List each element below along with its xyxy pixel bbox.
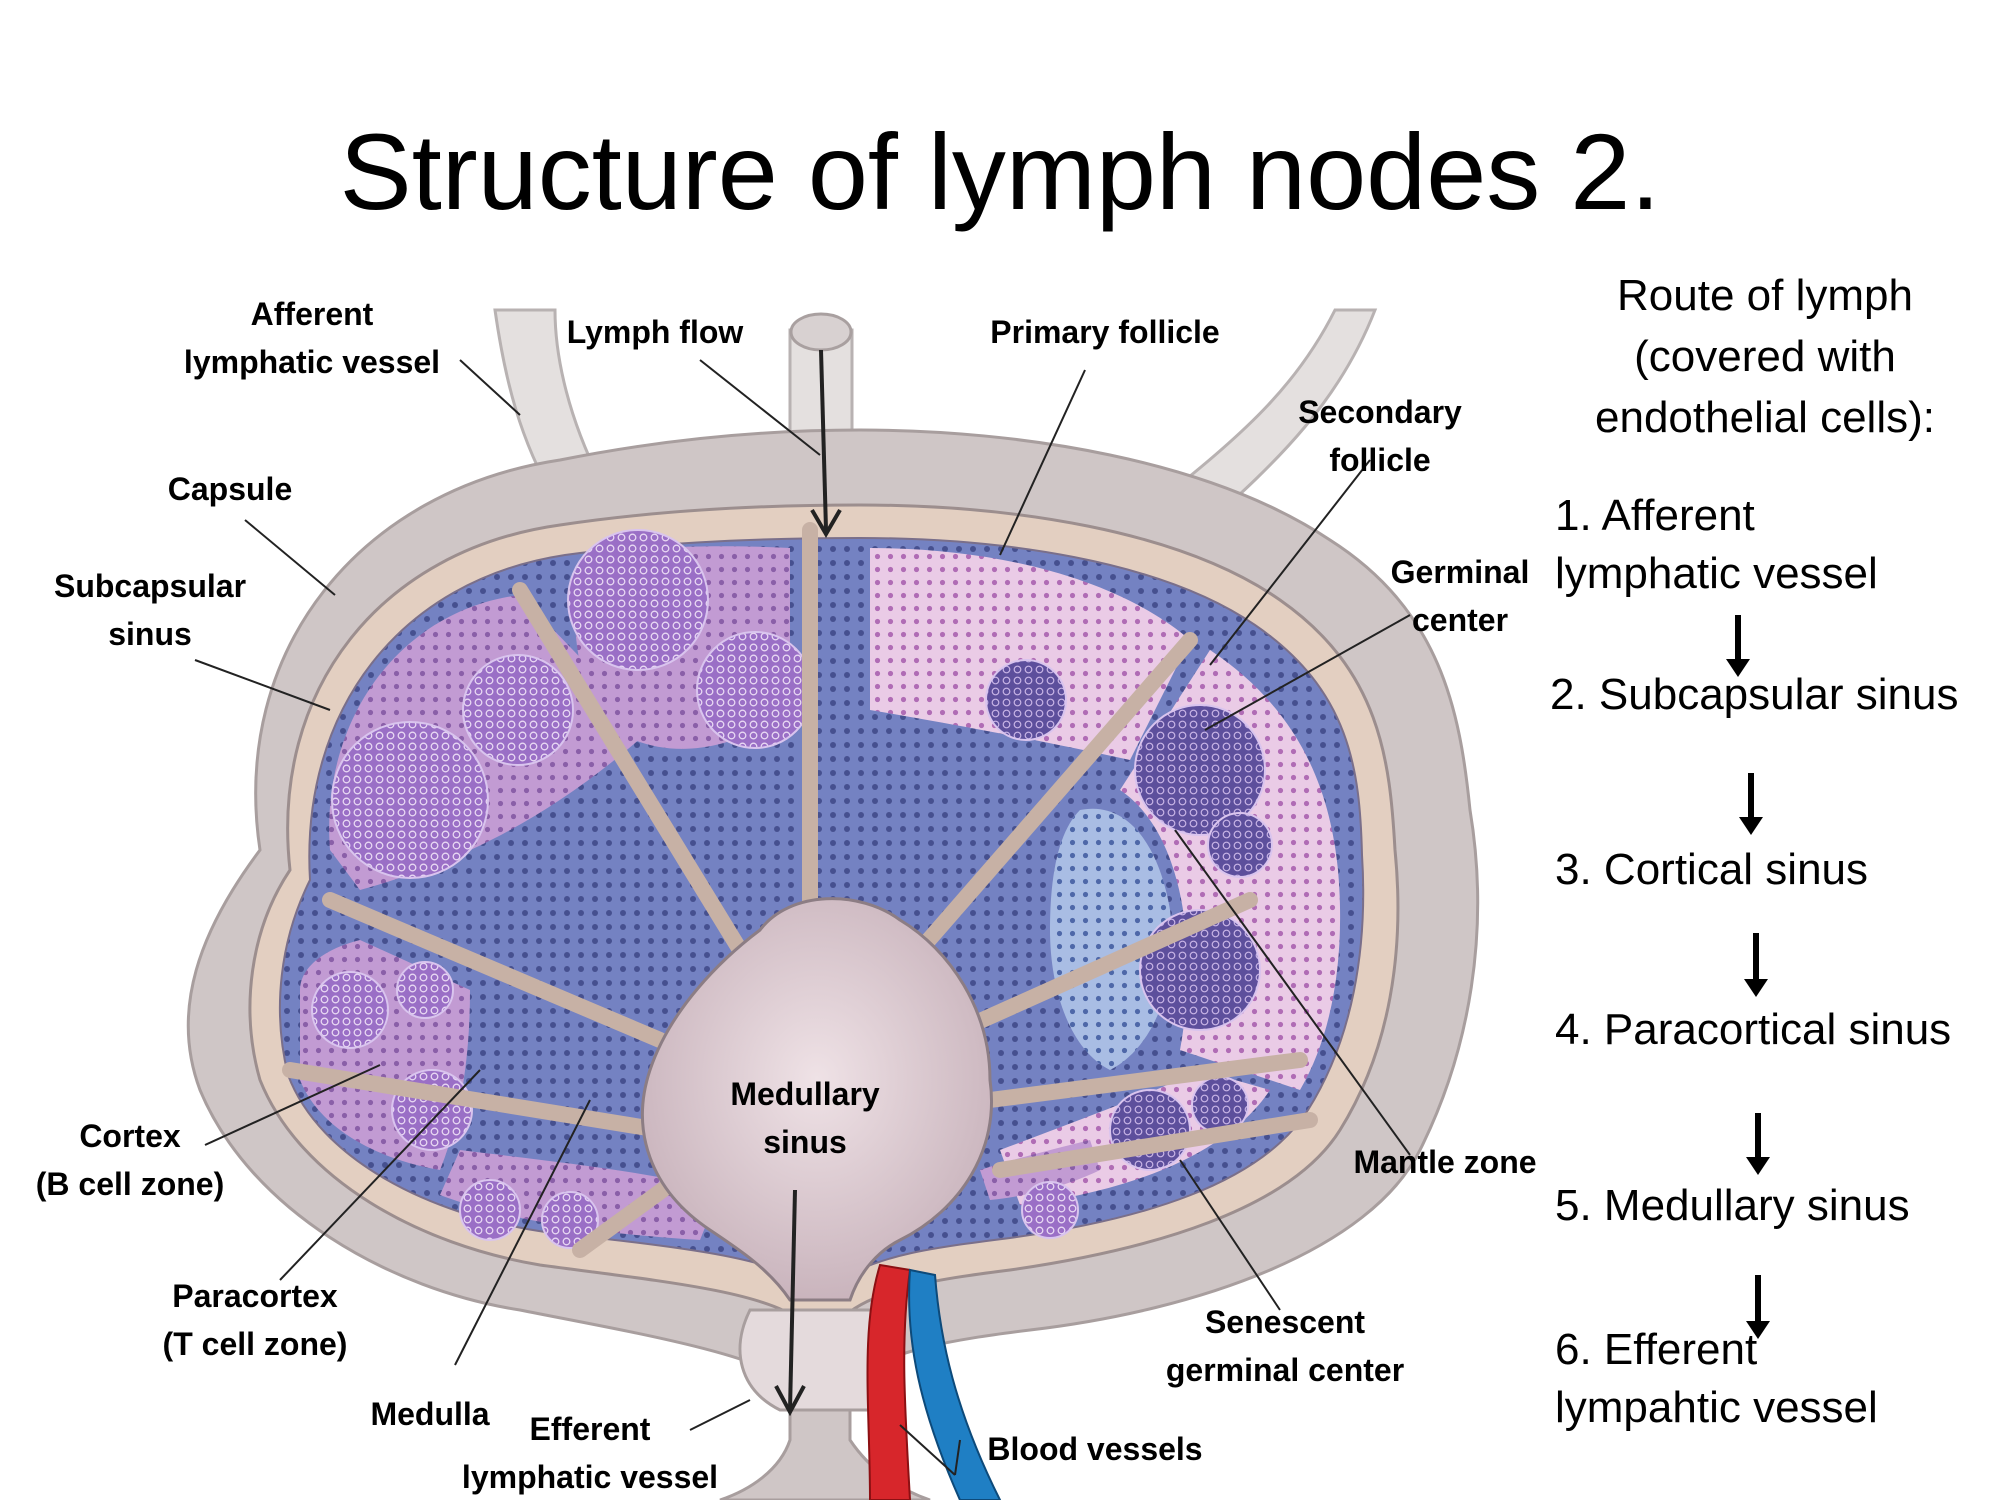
paracortex-pale-area	[1050, 808, 1172, 1070]
blood-vessels-shape	[866, 1263, 1002, 1500]
label-medullary-sinus: Medullary sinus	[730, 1076, 880, 1160]
label-subcapsular-sinus: Subcapsular sinus	[53, 568, 247, 652]
route-arrow-5	[1746, 1275, 1770, 1339]
medullary-sinus-shape	[641, 897, 993, 1302]
route-arrow-2	[1739, 773, 1763, 835]
route-step-1: 1. Afferent lymphatic vessel	[1555, 491, 1878, 598]
route-step-6: 6. Efferent lympahtic vessel	[1555, 1325, 1878, 1432]
label-efferent-lymphatic-vessel: Efferent lymphatic vessel	[461, 1411, 719, 1495]
label-medulla: Medulla	[370, 1396, 490, 1432]
trabeculae	[282, 522, 1318, 1258]
route-arrow-1	[1726, 615, 1750, 677]
route-step-4: 4. Paracortical sinus	[1555, 1005, 1952, 1054]
route-arrow-3	[1744, 933, 1768, 997]
label-capsule: Capsule	[167, 471, 293, 507]
label-afferent-lymphatic-vessel: Afferent lymphatic vessel	[183, 296, 441, 380]
route-step-2: 2. Subcapsular sinus	[1550, 670, 1959, 719]
leader-lines	[194, 359, 1411, 1476]
label-secondary-follicle: Secondary follicle	[1298, 394, 1462, 478]
lymph-node-diagram: Afferent lymphatic vessel Lymph flow Pri…	[0, 290, 1580, 1500]
follicles	[311, 529, 1273, 1249]
label-lymph-flow: Lymph flow	[566, 314, 744, 350]
route-title: Route of lymph (covered with endothelial…	[1595, 271, 1935, 442]
label-senescent-germinal-center: Senescent germinal center	[1165, 1304, 1405, 1388]
label-germinal-center: Germinal center	[1390, 554, 1530, 638]
label-paracortex: Paracortex (T cell zone)	[162, 1278, 348, 1362]
label-primary-follicle: Primary follicle	[990, 314, 1220, 350]
route-step-5: 5. Medullary sinus	[1555, 1181, 1910, 1230]
label-blood-vessels: Blood vessels	[987, 1431, 1203, 1467]
label-cortex: Cortex (B cell zone)	[35, 1118, 225, 1202]
lymph-node-illustration	[186, 308, 1480, 1500]
route-step-3: 3. Cortical sinus	[1555, 845, 1869, 894]
lymph-flow-arrows	[774, 349, 842, 1417]
slide-title: Structure of lymph nodes 2.	[339, 111, 1661, 232]
route-arrow-4	[1746, 1113, 1770, 1175]
label-mantle-zone: Mantle zone	[1353, 1144, 1537, 1180]
